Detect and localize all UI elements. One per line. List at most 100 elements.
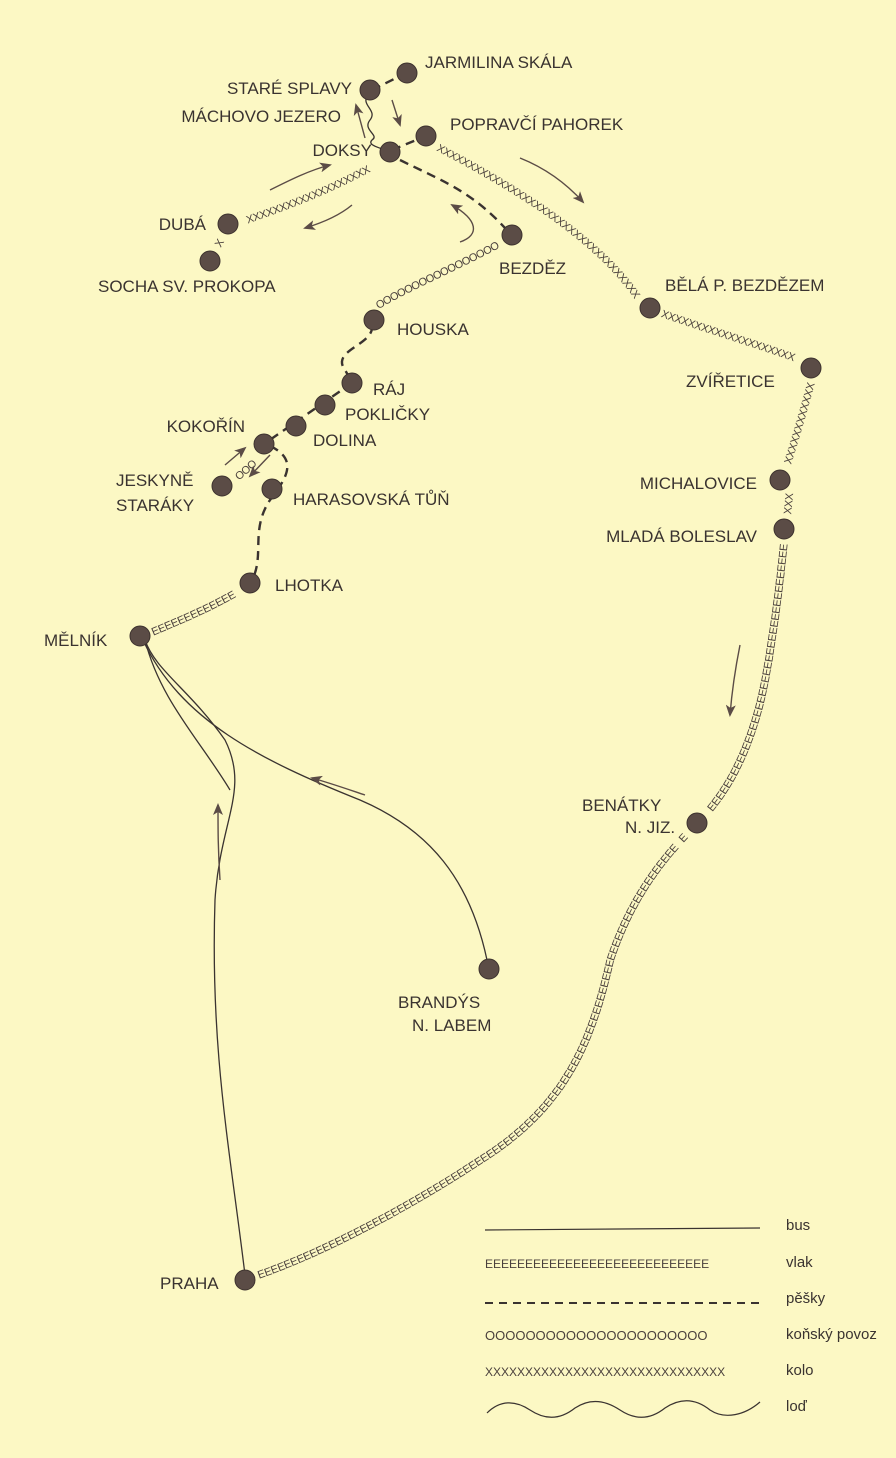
train-route-praha-mlada-boleslav: E (761, 668, 774, 677)
train-route-praha-mlada-boleslav: E (599, 979, 612, 989)
bike-route: X (789, 434, 803, 445)
bike-route: X (666, 311, 677, 325)
walk-route-raj-kokorin (263, 382, 353, 445)
node-brandys[interactable] (478, 958, 500, 980)
train-route-praha-mlada-boleslav: E (595, 992, 609, 1002)
label-harasovska-tun: HARASOVSKÁ TŮŇ (293, 490, 450, 509)
train-route-praha-mlada-boleslav: E (762, 661, 775, 670)
direction-arrow (248, 454, 271, 478)
bike-route: X (304, 190, 316, 204)
node-praha[interactable] (234, 1269, 256, 1291)
label-houska: HOUSKA (397, 320, 469, 339)
walk-route-doksy-bezdez (399, 158, 506, 229)
bike-route: X (706, 324, 717, 338)
node-houska[interactable] (363, 309, 385, 331)
node-popravci-pahorek[interactable] (415, 125, 437, 147)
label-benatky-2: N. JIZ. (625, 818, 675, 837)
bike-route: X (795, 414, 809, 425)
train-route-praha-mlada-boleslav: E (593, 999, 607, 1010)
train-route-praha-mlada-boleslav: E (757, 688, 770, 698)
train-route-praha-mlada-boleslav: E (339, 1232, 351, 1246)
bus-route-melnik-branch (144, 639, 231, 791)
bike-route: X (251, 210, 263, 224)
boat-route-stare-doksy (365, 94, 389, 153)
label-stare-splavy: STARÉ SPLAVY (227, 79, 352, 98)
node-melnik[interactable] (129, 625, 151, 647)
legend-swatch-lod (486, 1400, 761, 1418)
node-benatky[interactable] (686, 812, 708, 834)
label-bezdez: BEZDĚZ (499, 259, 566, 278)
train-route-praha-mlada-boleslav: E (327, 1238, 339, 1252)
patterned-routes: EEEEEEEEEEEEEEEEEEEEEEEEEEEEEEEEEEEEEEEE… (150, 142, 818, 1281)
train-route-praha-mlada-boleslav: E (295, 1252, 306, 1266)
train-route-praha-mlada-boleslav: E (608, 945, 622, 956)
train-route-melnik-lhotka: E (176, 614, 188, 628)
node-zviretice[interactable] (800, 357, 822, 379)
node-doksy[interactable] (379, 141, 401, 163)
label-doksy: DOKSY (312, 141, 372, 160)
direction-arrow (213, 803, 224, 881)
direction-arrow (353, 103, 366, 139)
direction-arrow (450, 203, 475, 243)
node-dolina[interactable] (285, 415, 307, 437)
node-bela[interactable] (639, 297, 661, 319)
train-route-praha-mlada-boleslav: E (269, 1263, 280, 1277)
bike-route: X (802, 387, 816, 398)
direction-arrow (303, 204, 353, 230)
bike-route: X (783, 499, 796, 508)
train-route-praha-mlada-boleslav: E (591, 1006, 605, 1017)
label-lhotka: LHOTKA (275, 576, 344, 595)
label-jarmilina-skala: JARMILINA SKÁLA (425, 53, 573, 72)
train-route-praha-mlada-boleslav: E (613, 932, 627, 943)
train-route-praha-mlada-boleslav: E (731, 760, 745, 772)
train-route-praha-mlada-boleslav: E (755, 695, 768, 705)
train-route-melnik-lhotka: E (163, 619, 174, 633)
bike-route: X (271, 203, 283, 217)
node-bezdez[interactable] (501, 224, 523, 246)
train-route-praha-mlada-boleslav: E (301, 1250, 313, 1264)
node-michalovice[interactable] (769, 469, 791, 491)
train-route-praha-mlada-boleslav: E (597, 986, 611, 996)
label-mlada-boleslav: MLADÁ BOLESLAV (606, 527, 758, 546)
bike-route: X (804, 381, 818, 392)
train-route-praha-mlada-boleslav: E (774, 578, 787, 587)
node-stare-splavy[interactable] (359, 79, 381, 101)
bike-route: X (726, 331, 737, 345)
node-kokorin[interactable] (253, 433, 275, 455)
node-harasovska-tun[interactable] (261, 478, 283, 500)
train-route-praha-mlada-boleslav: E (581, 1032, 595, 1043)
node-raj[interactable] (341, 372, 363, 394)
direction-arrow (391, 99, 402, 127)
train-route-melnik-lhotka: E (195, 605, 207, 619)
bike-route: X (265, 205, 277, 219)
walk-route-houska-raj (340, 324, 374, 383)
label-kokorin: KOKOŘÍN (167, 417, 245, 436)
bike-route: X (213, 237, 227, 250)
label-jeskyne: JESKYNĚ (116, 471, 193, 490)
bike-route: X (797, 408, 811, 419)
train-route-praha-mlada-boleslav: E (583, 1025, 597, 1036)
label-dolina: DOLINA (313, 431, 377, 450)
node-jarmilina-skala[interactable] (396, 62, 418, 84)
train-route-praha-mlada-boleslav: E (256, 1268, 267, 1282)
node-poklicky[interactable] (314, 394, 336, 416)
train-route-melnik-lhotka: E (150, 625, 161, 639)
bike-route: X (673, 313, 684, 327)
node-mlada-boleslav[interactable] (773, 518, 795, 540)
node-duba[interactable] (217, 213, 239, 235)
train-route-praha-mlada-boleslav: E (610, 938, 624, 949)
legend-label-bus: bus (786, 1217, 810, 1234)
bike-route: X (739, 335, 750, 349)
bike-route: X (759, 341, 770, 355)
node-socha-sv-prokopa[interactable] (199, 250, 221, 272)
node-lhotka[interactable] (239, 572, 261, 594)
node-jeskyne-staraky[interactable] (211, 475, 233, 497)
legend-label-vlak: vlak (786, 1254, 813, 1271)
train-route-praha-mlada-boleslav: E (747, 721, 761, 732)
bike-route: X (785, 448, 799, 459)
train-route-melnik-lhotka: E (169, 616, 180, 630)
train-route-praha-mlada-boleslav: E (772, 592, 785, 601)
label-benatky: BENÁTKY (582, 796, 661, 815)
train-route-praha-mlada-boleslav: E (753, 701, 766, 711)
